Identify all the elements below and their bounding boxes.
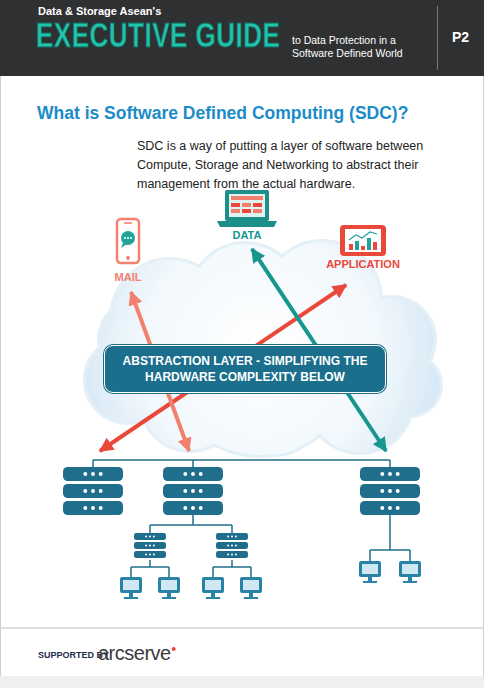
tablet-icon	[340, 225, 386, 256]
network-wire	[92, 460, 94, 467]
cloud	[83, 239, 443, 458]
server-icon	[360, 467, 420, 515]
network-wire	[131, 566, 169, 568]
phone-icon	[117, 219, 139, 263]
page-title: What is Software Defined Computing (SDC)…	[37, 103, 408, 124]
network-wire	[213, 566, 251, 568]
network-wire	[389, 515, 391, 550]
abstraction-band: ABSTRACTION LAYER - SIMPLIFYING THE HARD…	[104, 345, 386, 393]
network-wire	[192, 460, 194, 467]
server-icon	[216, 533, 248, 558]
footer-strip	[0, 676, 484, 688]
arrows	[100, 249, 386, 451]
network-wire	[93, 459, 390, 461]
guide-subtitle: to Data Protection in a Software Defined…	[292, 34, 432, 59]
icon-label: APPLICATION	[326, 258, 400, 271]
sponsor-logo-box: arcserve	[98, 641, 171, 665]
network-wire	[231, 525, 233, 533]
icon-label-box: APPLICATION	[326, 258, 400, 271]
sponsor-logo: arcserve	[98, 641, 171, 665]
icon-label: MAIL	[115, 271, 142, 284]
logo-mark	[172, 647, 176, 651]
intro-paragraph-box: SDC is a way of putting a layer of softw…	[137, 137, 472, 193]
network-wire	[409, 550, 411, 561]
hardware-tree	[63, 460, 421, 599]
intro-paragraph: SDC is a way of putting a layer of softw…	[137, 137, 472, 193]
network-wire	[250, 567, 252, 577]
page-number: P2	[452, 29, 469, 46]
laptop-icon	[217, 190, 277, 227]
icon-label-box: MAIL	[115, 271, 142, 284]
title-text: What is Software Defined Computing (SDC)…	[37, 103, 408, 124]
monitor-icon	[158, 577, 180, 599]
network-wire	[369, 550, 371, 561]
icon-label: DATA	[233, 229, 262, 242]
monitor-icon	[240, 577, 262, 599]
monitor-icon	[202, 577, 224, 599]
network-wire	[389, 460, 391, 467]
icon-label-box: DATA	[233, 229, 262, 242]
network-wire	[150, 524, 232, 526]
network-wire	[149, 560, 151, 567]
footer-rule	[0, 627, 484, 629]
network-wire	[168, 567, 170, 577]
cloud-part	[380, 355, 440, 415]
band-text: ABSTRACTION LAYER - SIMPLIFYING THE HARD…	[115, 353, 375, 385]
guide-title: EXECUTIVE GUIDE	[36, 15, 280, 57]
network-wire	[192, 515, 194, 525]
header-divider	[437, 6, 438, 70]
network-wire	[231, 560, 233, 567]
server-icon	[63, 467, 123, 515]
network-wire	[212, 567, 214, 577]
network-wire	[149, 525, 151, 533]
monitor-icon	[359, 561, 381, 583]
server-icon	[134, 533, 166, 558]
network-wire	[370, 549, 410, 551]
monitor-icon	[399, 561, 421, 583]
header-band: Data & Storage Asean'sEXECUTIVE GUIDEto …	[0, 0, 484, 76]
server-icon	[163, 467, 223, 515]
monitor-icon	[120, 577, 142, 599]
network-wire	[130, 567, 132, 577]
